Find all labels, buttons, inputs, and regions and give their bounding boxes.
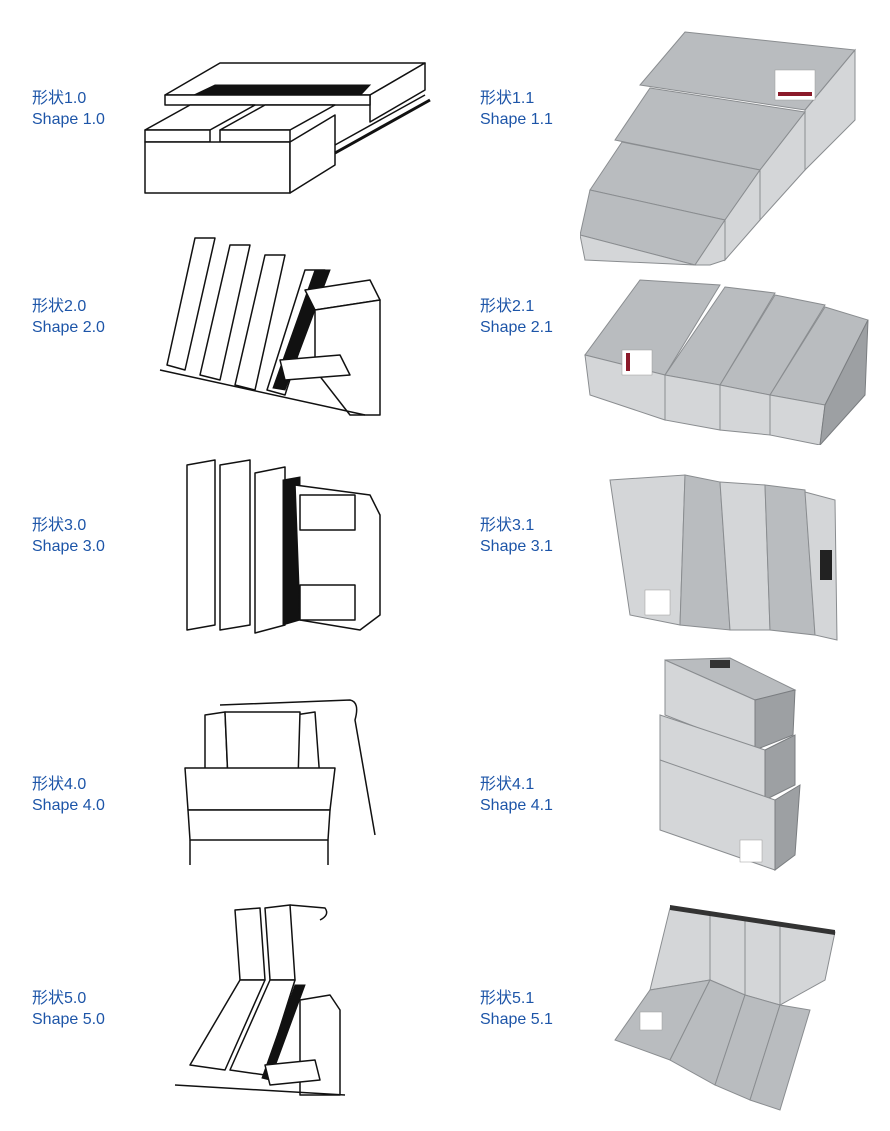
label-en: Shape 5.0	[32, 1011, 105, 1028]
label-zh: 形状5.1	[480, 990, 535, 1007]
label-zh: 形状3.0	[32, 517, 87, 534]
label-zh: 形状3.1	[480, 517, 535, 534]
label-zh: 形状5.0	[32, 990, 87, 1007]
label-en: Shape 3.0	[32, 538, 105, 555]
label-zh: 形状1.1	[480, 90, 535, 107]
label-en: Shape 4.1	[480, 797, 553, 814]
shape-3-1-photo	[605, 470, 845, 650]
shape-4-1-photo	[655, 655, 805, 875]
shape-2-0-drawing	[155, 230, 385, 420]
label-zh: 形状4.0	[32, 776, 87, 793]
label-en: Shape 1.1	[480, 111, 553, 128]
label-en: Shape 3.1	[480, 538, 553, 555]
label-en: Shape 5.1	[480, 1011, 553, 1028]
shape-5-1-photo	[610, 900, 840, 1115]
shape-5-0-drawing	[170, 900, 350, 1100]
label-zh: 形状1.0	[32, 90, 87, 107]
shape-3-0-drawing	[175, 455, 385, 635]
label-en: Shape 2.1	[480, 319, 553, 336]
label-zh: 形状2.1	[480, 298, 535, 315]
shape-2-1-photo	[580, 275, 870, 445]
label-zh: 形状4.1	[480, 776, 535, 793]
shape-1-0-drawing	[135, 55, 435, 200]
shape-4-0-drawing	[180, 690, 380, 870]
label-en: Shape 2.0	[32, 319, 105, 336]
label-en: Shape 1.0	[32, 111, 105, 128]
label-zh: 形状2.0	[32, 298, 87, 315]
shape-1-1-photo	[580, 20, 865, 270]
label-en: Shape 4.0	[32, 797, 105, 814]
